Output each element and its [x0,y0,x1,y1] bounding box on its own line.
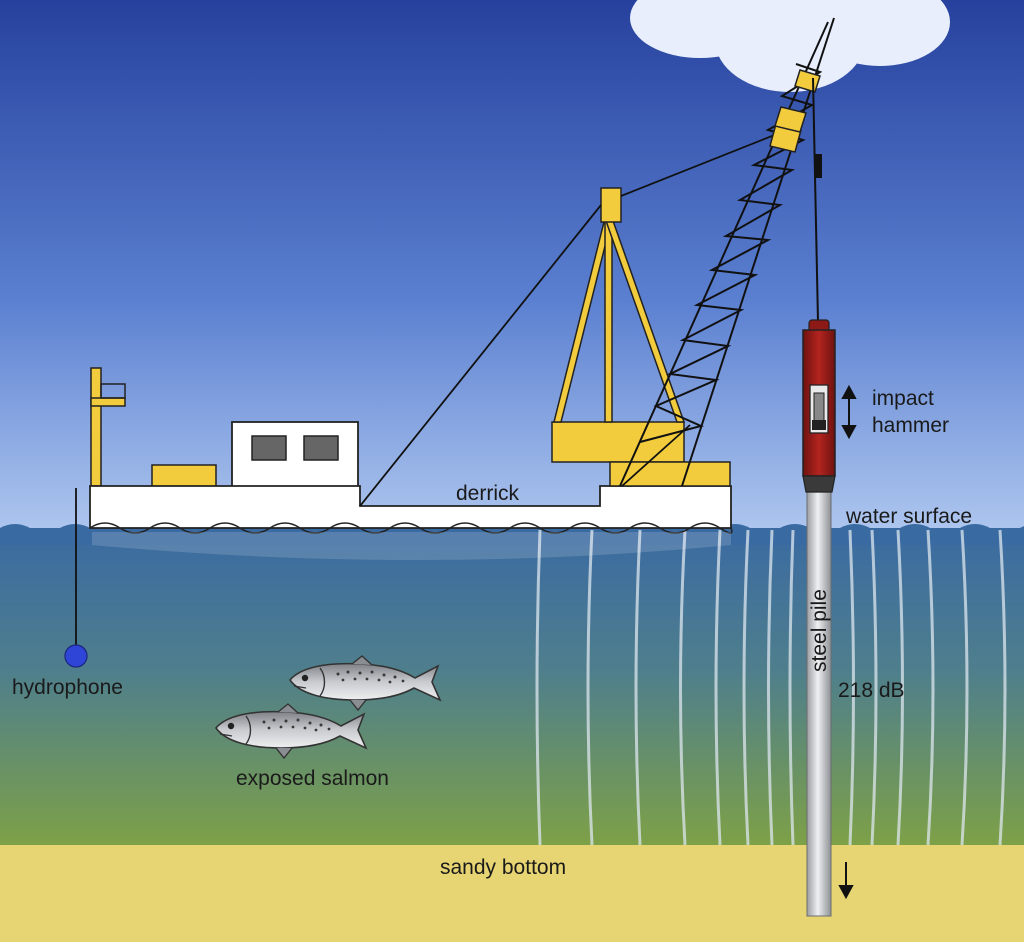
barge [89,367,733,560]
water-surface-wave [0,524,1024,545]
derrick-label: derrick [456,482,520,505]
sound-level-label: 218 dB [838,679,905,702]
hydrophone-label: hydrophone [12,676,123,699]
steel-pile [806,487,832,917]
impact-hammer-label-line2: hammer [872,414,949,437]
sandy-bottom-area [0,845,1024,942]
cabin [231,421,359,489]
sound-waves [535,529,1007,846]
water-surface-label: water surface [845,505,972,528]
up-down-arrow-icon [841,384,857,440]
hydrophone-icon [64,644,88,668]
hammer-cable [812,77,819,323]
exposed-salmon-label: exposed salmon [236,767,389,790]
steel-pile-label: steel pile [808,589,831,672]
down-arrow-icon [838,862,854,900]
impact-hammer [802,319,836,493]
impact-hammer-label-line1: impact [872,387,934,410]
derrick-structure [359,17,835,507]
sandy-bottom-label: sandy bottom [440,856,566,879]
sky [0,0,1024,540]
